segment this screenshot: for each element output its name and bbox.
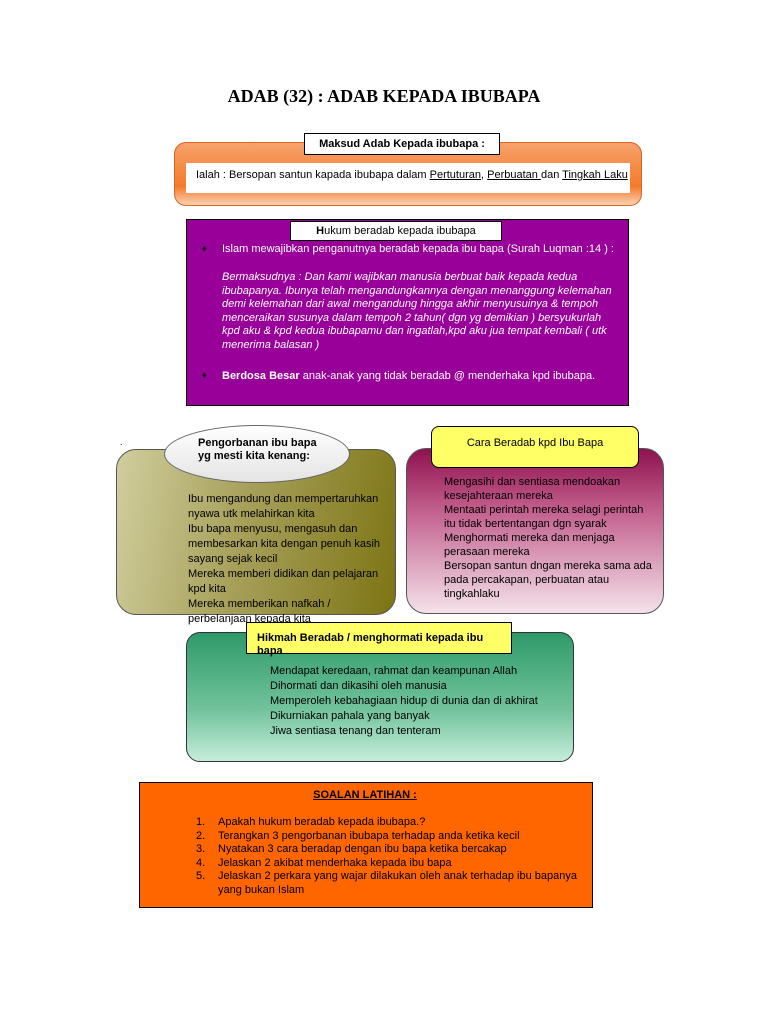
hukum-box — [186, 219, 629, 406]
list-item: Jiwa sentiasa tenang dan tenteram — [270, 725, 441, 737]
question-number: 4. — [196, 856, 206, 869]
soalan-box — [139, 782, 593, 908]
question-number: 3. — [196, 843, 206, 855]
hukum-berdosa-besar: Berdosa Besar — [222, 370, 300, 382]
list-item: Bersopan santun dngan mereka sama ada pa… — [444, 560, 652, 600]
maksud-pertuturan: Pertuturan — [429, 169, 481, 181]
cara-list: Mengasihi dan sentiasa mendoakan kesejah… — [444, 475, 654, 601]
stray-dot: . — [120, 437, 123, 447]
question-text: Apakah hukum beradab kepada ibubapa.? — [218, 816, 426, 828]
pengorbanan-ellipse — [164, 425, 350, 483]
hukum-p3-rest: anak-anak yang tidak beradab @ menderhak… — [299, 370, 596, 382]
hukum-paragraph-3: Berdosa Besar anak-anak yang tidak berad… — [222, 370, 622, 384]
list-item: Mendapat keredaan, rahmat dan keampunan … — [270, 665, 518, 677]
question-number: 1. — [196, 816, 206, 828]
hukum-label-initial: H — [316, 225, 325, 237]
list-item: Mereka memberi didikan dan pelajaran kpd… — [188, 568, 379, 595]
question-text: Terangkan 3 pengorbanan ibubapa terhadap… — [218, 829, 520, 842]
question-item: 3. Nyatakan 3 cara beradap dengan ibu bap… — [196, 843, 581, 857]
maksud-definition: Ialah : Bersopan santun kapada ibubapa d… — [196, 169, 628, 181]
maksud-sep2: dan — [540, 169, 563, 181]
hukum-translation: Bermaksudnya : Dan kami wajibkan manusia… — [222, 271, 612, 351]
hukum-label-rest: ukum beradab kepada ibubapa — [324, 225, 476, 237]
hukum-paragraph-1: Islam mewajibkan penganutnya beradab kep… — [222, 243, 614, 255]
question-item: 5. Jelaskan 2 perkara yang wajar dilakuka… — [196, 870, 581, 897]
question-text: Jelaskan 2 perkara yang wajar dilakukan … — [218, 870, 577, 896]
diamond-bullet-icon: ♦ — [202, 370, 207, 380]
question-item: 4. Jelaskan 2 akibat menderhaka kepada ib… — [196, 857, 581, 871]
list-item: Dikurniakan pahala yang banyak — [270, 710, 430, 722]
cara-label: Cara Beradab kpd Ibu Bapa — [431, 426, 639, 468]
pengorbanan-list: Ibu mengandung dan mempertaruhkan nyawa … — [188, 492, 388, 627]
cara-box — [406, 448, 664, 614]
hikmah-label: Hikmah Beradab / menghormati kepada ibu … — [246, 622, 512, 657]
maksud-tingkah-laku: Tingkah Laku — [562, 169, 628, 181]
question-number: 2. — [196, 829, 206, 842]
pengorbanan-heading: Pengorbanan ibu bapa yg mesti kita kenan… — [198, 437, 317, 462]
question-item: 1. Apakah hukum beradab kepada ibubapa.? — [196, 816, 581, 830]
list-item: Memperoleh kebahagiaan hidup di dunia da… — [270, 695, 538, 707]
question-number: 5. — [196, 870, 206, 882]
maksud-sep1: , — [481, 169, 488, 181]
page-title: ADAB (32) : ADAB KEPADA IBUBAPA — [227, 86, 541, 106]
list-item: Mengasihi dan sentiasa mendoakan kesejah… — [444, 476, 621, 502]
maksud-prefix: Ialah : Bersopan santun kapada ibubapa d… — [196, 169, 430, 181]
hikmah-label-text: Hikmah Beradab / menghormati kepada ibu … — [257, 632, 484, 657]
question-text: Jelaskan 2 akibat menderhaka kepada ibu … — [218, 856, 452, 869]
hikmah-list: Mendapat keredaan, rahmat dan keampunan … — [270, 664, 560, 739]
question-text: Nyatakan 3 cara beradap dengan ibu bapa … — [218, 843, 507, 855]
list-item: Mentaati perintah mereka selagi perintah… — [444, 504, 644, 530]
maksud-perbuatan: Perbuatan — [487, 169, 541, 181]
diamond-bullet-icon: ♦ — [202, 243, 207, 253]
question-item: 2. Terangkan 3 pengorbanan ibubapa terhad… — [196, 830, 581, 844]
list-item: Dihormati dan dikasihi oleh manusia — [270, 680, 447, 692]
list-item: Ibu mengandung dan mempertaruhkan nyawa … — [188, 493, 379, 520]
maksud-inner-panel — [186, 163, 630, 193]
hukum-label: Hukum beradab kepada ibubapa — [290, 221, 502, 241]
list-item: Ibu bapa menyusu, mengasuh dan membesark… — [188, 523, 381, 565]
soalan-list: 1.Apakah hukum beradab kepada ibubapa.? … — [196, 816, 581, 897]
list-item: Menghormati mereka dan menjaga perasaan … — [444, 532, 615, 558]
soalan-title: SOALAN LATIHAN : — [313, 789, 417, 801]
maksud-label: Maksud Adab Kepada ibubapa : — [304, 133, 500, 155]
